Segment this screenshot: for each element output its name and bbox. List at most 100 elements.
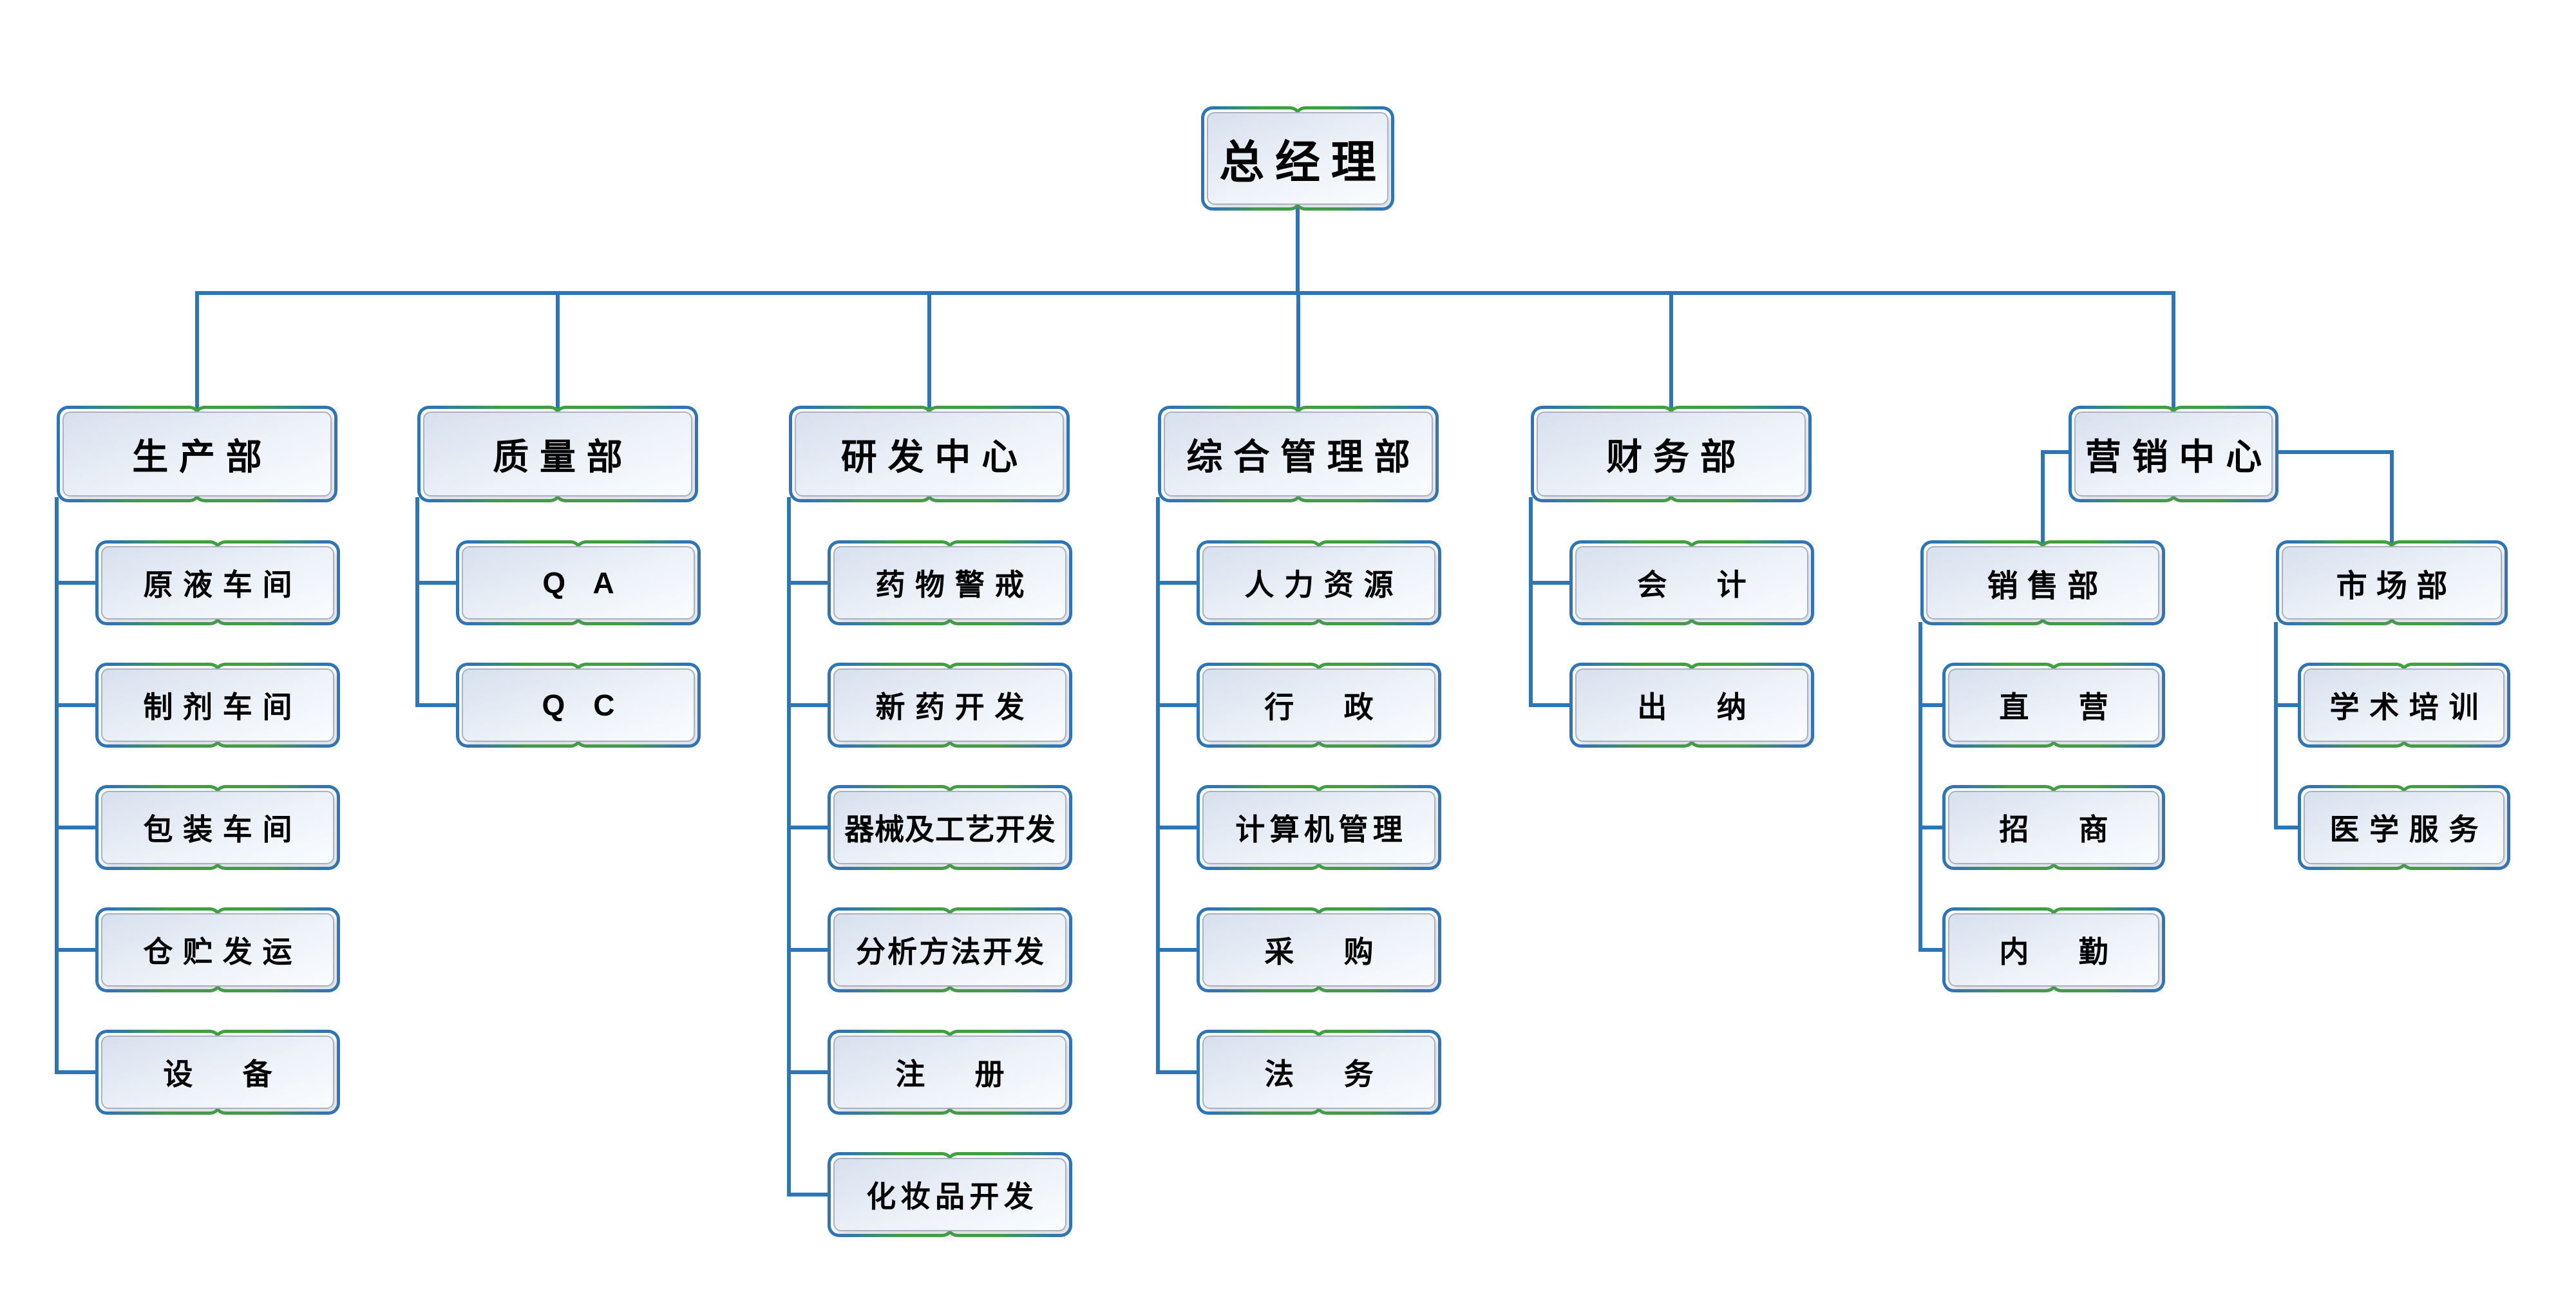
connector <box>195 291 2175 295</box>
node-analytical-method-dev[interactable]: 分析方法开发 <box>828 907 1072 992</box>
connector <box>787 948 831 952</box>
node-body <box>833 913 1066 987</box>
node-label: 器械及工艺开发 <box>844 813 1056 846</box>
node-equipment[interactable]: 设 备 <box>95 1030 340 1115</box>
connector <box>1669 291 1673 415</box>
node-body <box>101 913 334 987</box>
node-label: Q A <box>542 566 625 600</box>
connector <box>1156 703 1200 707</box>
node-qc[interactable]: Q C <box>456 663 701 748</box>
node-body <box>101 546 334 620</box>
node-accounting[interactable]: 会 计 <box>1569 540 1814 625</box>
node-medical-service[interactable]: 医学服务 <box>2298 785 2510 870</box>
node-label: 行 政 <box>1264 690 1384 724</box>
node-label: 原液车间 <box>143 568 303 601</box>
node-qa[interactable]: Q A <box>456 540 701 625</box>
node-general-manager[interactable]: 总经理 <box>1201 106 1394 211</box>
connector <box>1529 497 1533 707</box>
node-body <box>1926 546 2159 620</box>
node-market-dept[interactable]: 市场部 <box>2276 540 2508 625</box>
node-body <box>795 412 1064 497</box>
connector <box>787 703 831 707</box>
node-quality-dept[interactable]: 质量部 <box>417 406 698 502</box>
node-label: Q C <box>542 688 625 722</box>
node-cosmetics-dev[interactable]: 化妆品开发 <box>828 1152 1072 1237</box>
node-legal[interactable]: 法 务 <box>1197 1030 1441 1115</box>
node-body <box>101 668 334 742</box>
node-label: 药物警戒 <box>875 568 1035 601</box>
node-label: 设 备 <box>163 1057 283 1091</box>
node-body <box>833 668 1066 742</box>
node-body <box>2282 546 2502 620</box>
node-registration[interactable]: 注 册 <box>828 1030 1072 1115</box>
connector <box>1156 497 1160 1074</box>
node-label: 采 购 <box>1264 935 1384 969</box>
node-packaging-workshop[interactable]: 包装车间 <box>95 785 340 870</box>
connector <box>1296 199 1300 295</box>
node-direct-sales[interactable]: 直 营 <box>1942 663 2165 748</box>
connector <box>1918 703 1946 707</box>
node-academic-training[interactable]: 学术培训 <box>2298 663 2510 748</box>
node-raw-solution-workshop[interactable]: 原液车间 <box>95 540 340 625</box>
node-label: 计算机管理 <box>1235 813 1408 846</box>
node-label: 生产部 <box>132 436 273 477</box>
node-label: 财务部 <box>1606 436 1747 477</box>
connector <box>55 497 59 1074</box>
node-investment-attraction[interactable]: 招 商 <box>1942 785 2165 870</box>
connector <box>1156 826 1200 829</box>
connector <box>787 826 831 829</box>
node-body <box>833 1036 1066 1109</box>
node-body <box>2304 668 2505 742</box>
node-general-admin-dept[interactable]: 综合管理部 <box>1158 406 1439 502</box>
node-body <box>2304 791 2505 864</box>
node-sales-dept[interactable]: 销售部 <box>1920 540 2165 625</box>
connector <box>415 497 419 707</box>
connector <box>2172 291 2175 415</box>
node-body <box>1202 668 1435 742</box>
node-human-resources[interactable]: 人力资源 <box>1197 540 1441 625</box>
node-computer-management[interactable]: 计算机管理 <box>1197 785 1441 870</box>
connector <box>1918 826 1946 829</box>
node-rnd-center[interactable]: 研发中心 <box>789 406 1070 502</box>
connector <box>55 948 99 952</box>
connector <box>2041 450 2072 454</box>
connector <box>2275 450 2394 454</box>
connector <box>195 291 199 415</box>
node-procurement[interactable]: 采 购 <box>1197 907 1441 992</box>
connector <box>2041 450 2045 550</box>
node-body <box>833 1158 1066 1231</box>
node-body <box>1948 913 2159 987</box>
connector <box>927 291 931 415</box>
node-warehouse-shipping[interactable]: 仓贮发运 <box>95 907 340 992</box>
connector <box>1918 948 1946 952</box>
node-body <box>1575 668 1808 742</box>
node-production-dept[interactable]: 生产部 <box>57 406 337 502</box>
node-label: 法 务 <box>1264 1057 1384 1091</box>
connector <box>1529 703 1573 707</box>
node-body <box>1207 112 1388 205</box>
node-body <box>1948 668 2159 742</box>
node-label: 化妆品开发 <box>866 1180 1039 1213</box>
node-marketing-center[interactable]: 营销中心 <box>2069 406 2278 502</box>
node-internal-support[interactable]: 内 勤 <box>1942 907 2165 992</box>
node-body <box>101 791 334 864</box>
node-body <box>62 412 332 497</box>
node-body <box>1537 412 1806 497</box>
node-label: 营销中心 <box>2085 436 2273 477</box>
node-label: 分析方法开发 <box>855 935 1046 969</box>
node-label: 内 勤 <box>1999 935 2119 969</box>
node-administration[interactable]: 行 政 <box>1197 663 1441 748</box>
node-label: 人力资源 <box>1244 568 1404 601</box>
connector <box>1296 291 1300 415</box>
node-preparation-workshop[interactable]: 制剂车间 <box>95 663 340 748</box>
node-body <box>1202 791 1435 864</box>
node-new-drug-dev[interactable]: 新药开发 <box>828 663 1072 748</box>
node-device-process-dev[interactable]: 器械及工艺开发 <box>828 785 1072 870</box>
node-body <box>101 1036 334 1109</box>
node-cashier[interactable]: 出 纳 <box>1569 663 1814 748</box>
node-pharmacovigilance[interactable]: 药物警戒 <box>828 540 1072 625</box>
node-finance-dept[interactable]: 财务部 <box>1531 406 1812 502</box>
node-body <box>1575 546 1808 620</box>
node-label: 直 营 <box>1999 690 2119 724</box>
